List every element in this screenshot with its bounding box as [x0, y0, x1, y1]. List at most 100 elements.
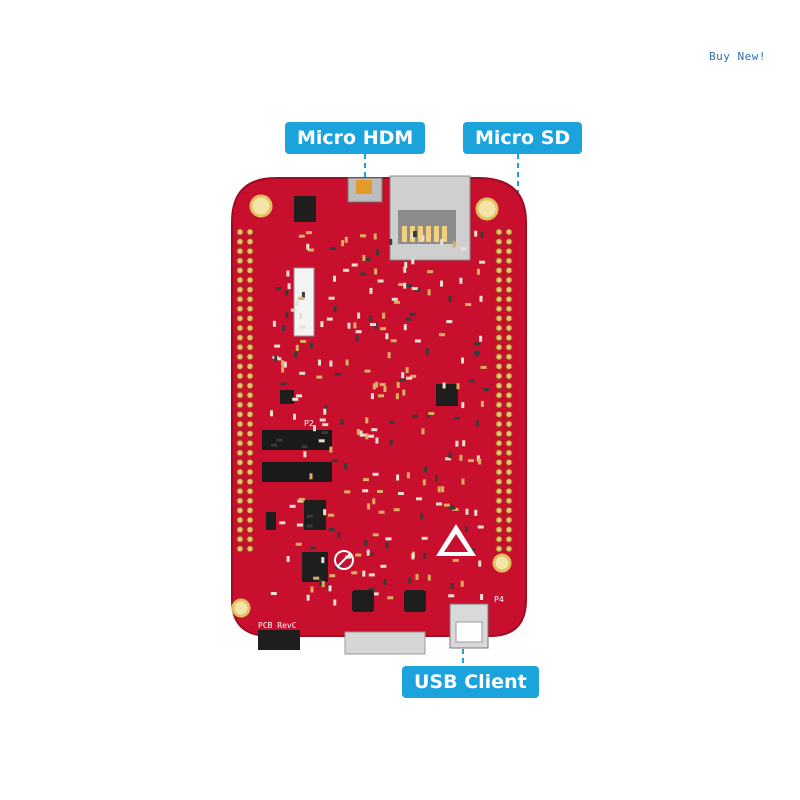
smd-part — [344, 463, 348, 470]
header-pin — [495, 372, 503, 380]
smd-part — [363, 478, 369, 482]
header-pin — [495, 314, 503, 322]
header-pin — [236, 410, 244, 418]
smd-part — [389, 439, 393, 446]
header-pin — [246, 468, 254, 476]
smd-part — [274, 344, 281, 348]
header-pin — [505, 545, 513, 553]
smd-part — [436, 502, 442, 506]
smd-part — [398, 492, 404, 495]
header-pin — [246, 430, 254, 438]
header-pin — [236, 286, 244, 294]
smd-part — [366, 549, 370, 556]
smd-part — [448, 296, 452, 302]
header-pin — [246, 266, 254, 274]
header-pin — [495, 535, 503, 543]
chip-u1 — [294, 196, 316, 222]
smd-part — [307, 248, 314, 252]
smd-part — [367, 503, 371, 510]
smd-part — [330, 247, 337, 251]
smd-part — [375, 381, 379, 388]
smd-part — [341, 240, 345, 247]
header-pin — [495, 487, 503, 495]
smd-part — [480, 400, 484, 407]
smd-part — [395, 393, 399, 400]
smd-part — [323, 509, 327, 516]
smd-part — [412, 414, 419, 418]
smd-part — [368, 587, 375, 591]
smd-part — [333, 275, 336, 282]
smd-part — [306, 514, 313, 518]
smd-part — [448, 594, 455, 598]
smd-part — [424, 466, 428, 473]
header-pin — [246, 295, 254, 303]
smd-part — [355, 335, 359, 341]
smd-part — [329, 574, 336, 578]
header-pin — [495, 439, 503, 447]
header-pin — [246, 526, 254, 533]
smd-part — [461, 357, 464, 364]
usb-port-opening — [455, 621, 483, 643]
pcb-revision-label: PCB RevC — [258, 621, 297, 630]
smd-part — [427, 289, 431, 296]
header-pin — [246, 458, 254, 466]
smd-part — [373, 233, 377, 240]
header-pin — [236, 334, 244, 342]
smd-part — [378, 510, 385, 514]
header-pin — [236, 266, 244, 274]
smd-part — [393, 508, 400, 512]
header-pin — [505, 449, 513, 457]
smd-part — [387, 352, 391, 359]
smd-part — [441, 486, 445, 493]
smd-part — [279, 521, 286, 525]
smd-part — [356, 429, 360, 435]
smd-part — [364, 369, 371, 373]
smd-part — [403, 266, 407, 273]
header-pin — [236, 276, 244, 284]
smd-part — [289, 504, 296, 508]
header-pin — [505, 353, 513, 361]
header-pin — [236, 247, 244, 255]
header-pin — [236, 314, 244, 322]
smd-part — [379, 383, 386, 386]
header-pin — [495, 295, 503, 303]
smd-part — [414, 339, 421, 343]
smd-part — [465, 508, 469, 515]
smd-part — [293, 413, 296, 420]
header-pin — [236, 526, 244, 533]
header-pin — [505, 305, 513, 313]
smd-part — [476, 268, 480, 275]
smd-part — [427, 574, 431, 581]
smd-part — [310, 586, 314, 593]
header-pin — [505, 391, 513, 399]
smd-part — [473, 351, 480, 355]
header-pin — [495, 478, 503, 486]
power-jack — [258, 630, 300, 650]
smd-part — [410, 232, 414, 239]
smd-part — [446, 320, 453, 324]
header-pin — [246, 228, 254, 236]
smd-part — [306, 594, 310, 601]
smd-part — [351, 571, 358, 575]
smd-part — [468, 379, 475, 383]
smd-part — [276, 438, 283, 442]
smd-part — [406, 472, 410, 479]
header-pin — [495, 257, 503, 265]
smd-part — [411, 258, 415, 265]
header-pin — [505, 526, 513, 533]
smd-part — [318, 359, 321, 366]
smd-part — [281, 366, 285, 373]
header-pin — [505, 286, 513, 294]
header-pin — [246, 257, 254, 265]
hdmi-tab — [356, 180, 372, 194]
ethernet-connector — [344, 631, 426, 655]
header-pin — [246, 535, 254, 543]
smd-part — [283, 361, 287, 368]
smd-part — [298, 497, 305, 501]
smd-part — [399, 378, 406, 382]
smd-part — [450, 582, 454, 589]
smd-part — [316, 375, 323, 379]
smd-part — [445, 457, 452, 461]
smd-part — [321, 557, 325, 564]
smd-part — [403, 324, 407, 331]
